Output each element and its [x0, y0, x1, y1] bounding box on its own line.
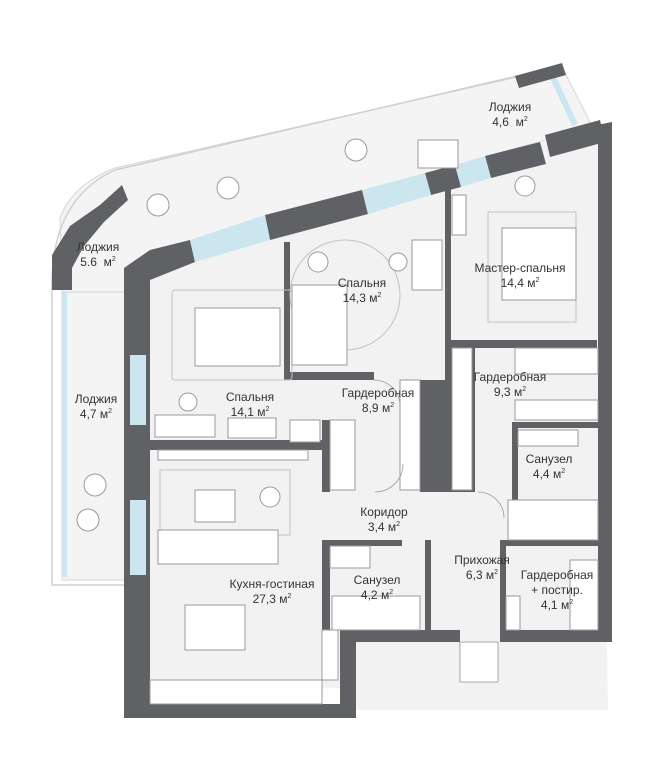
wall-bath1-top: [512, 422, 598, 428]
door-bath-1: [477, 491, 505, 519]
door-corridor: [374, 463, 404, 493]
wall-step: [340, 630, 356, 718]
shelves-wardrobe-2-bottom: [514, 399, 599, 421]
window-bedroom-1: [362, 173, 431, 214]
wall-wardrobe3-left: [500, 546, 506, 636]
wall-master-bottom: [445, 340, 597, 348]
armchair-bedroom-1: [307, 251, 329, 273]
loggia-sofa: [417, 139, 459, 169]
door-wardrobe-1: [373, 379, 401, 407]
wall-bedroom2-bottom: [150, 440, 330, 450]
window-left-1: [130, 355, 146, 425]
bed-bedroom-2: [194, 307, 281, 367]
wall-bath1-left: [512, 422, 518, 540]
sink-bath-2: [329, 545, 371, 569]
wall-right: [592, 122, 612, 642]
windows: [130, 156, 491, 575]
window-left-2: [130, 500, 146, 575]
wall-top-1: [124, 240, 195, 296]
wall-top-2: [265, 190, 368, 240]
sink-bath-1: [517, 429, 579, 447]
shelves-wardrobe-1-right: [399, 379, 421, 491]
bench-hallway: [505, 595, 521, 631]
wall-bath2-right: [425, 540, 431, 640]
armchair-master: [514, 175, 536, 197]
loggia-chair-3: [344, 138, 368, 162]
wall-loggia-top: [515, 63, 566, 88]
loggia-left-floor: [61, 291, 131, 581]
bed-bedroom-1: [291, 284, 348, 366]
kitchen-counter: [149, 679, 323, 705]
bed-master: [501, 227, 577, 301]
shelves-wardrobe-2-top: [514, 347, 599, 375]
kitchen-side-counter: [321, 629, 339, 681]
wall-wardrobe1-left: [322, 420, 330, 492]
wall-bottom-left: [124, 704, 355, 718]
window-bedroom-2: [190, 215, 270, 262]
washer: [569, 559, 599, 631]
wall-bedroom1-left: [284, 242, 290, 372]
coffee-table: [194, 489, 236, 523]
loggia-chair-5: [83, 473, 107, 497]
wall-bottom-mid: [340, 630, 460, 642]
wall-bath1-bottom: [500, 540, 598, 546]
shelves-wardrobe-2-left: [451, 347, 473, 491]
bathtub-bath-1: [507, 499, 599, 541]
sofa: [157, 529, 279, 565]
wall-bath2-left: [322, 540, 330, 640]
loggia-chair-2: [216, 176, 240, 200]
furniture: [76, 138, 599, 705]
wall-top-5: [545, 120, 605, 157]
loggia-chair-1: [146, 193, 170, 217]
dining-table: [184, 604, 246, 651]
loggia-chair-4: [76, 508, 100, 532]
shelf-bedroom-2: [227, 417, 277, 439]
shelves-wardrobe-1-left: [329, 419, 356, 491]
chair-bedroom-1: [388, 252, 408, 272]
wall-wardrobe1-right: [420, 380, 445, 492]
wall-bath2-top: [322, 540, 402, 546]
wall-top-4: [485, 142, 546, 178]
wall-bottom-right: [500, 630, 610, 642]
shelves-corridor: [289, 419, 321, 443]
entrance-door-panel: [459, 641, 499, 683]
chair-bedroom-2: [178, 392, 198, 412]
wall-bedroom1-bottom: [284, 372, 374, 380]
nightstand-master: [451, 194, 467, 236]
loggia-glass-top: [548, 71, 578, 127]
door-swings: [373, 379, 505, 683]
tv-unit: [157, 449, 309, 461]
wall-left-pier: [124, 430, 150, 500]
armchair-living: [259, 486, 281, 508]
loggia-glass-left: [62, 292, 67, 577]
bathtub-bath-2: [331, 595, 421, 631]
desk-bedroom-2: [154, 414, 216, 438]
window-master-1: [455, 156, 491, 187]
wall-master-left: [445, 188, 451, 348]
wall-top-3: [425, 165, 461, 195]
desk-bedroom-1: [411, 239, 443, 291]
wall-loggia-corner: [52, 185, 128, 290]
